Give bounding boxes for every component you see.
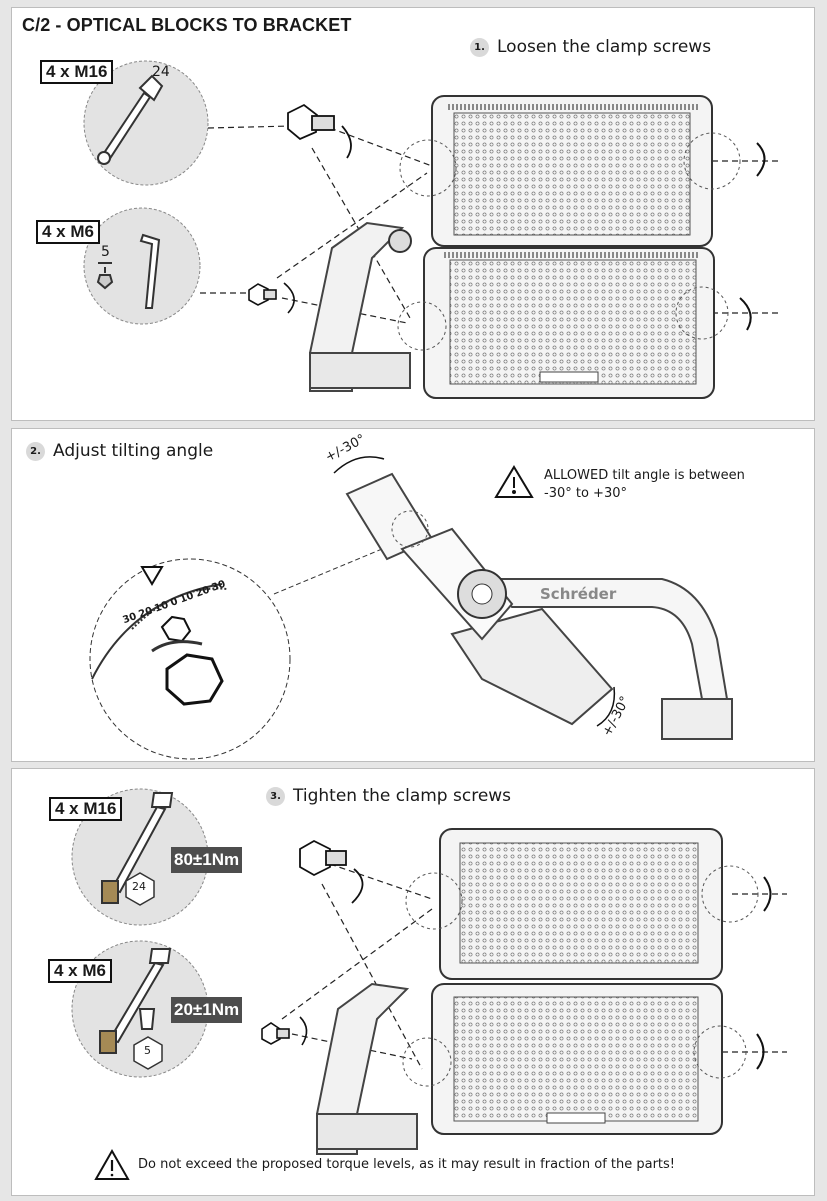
rotation-arrow-icons	[739, 142, 766, 331]
step1-panel: C/2 - OPTICAL BLOCKS TO BRACKET 1. Loose…	[11, 7, 815, 421]
bracket	[316, 982, 418, 1155]
step1-m6-label: 4 x M6	[36, 220, 100, 244]
scale-bolt-icon	[160, 615, 192, 643]
step2-panel: 2. Adjust tilting angle +/-30	[11, 428, 815, 762]
rotation-arrow-icons	[756, 876, 772, 1070]
footer-warning: Do not exceed the proposed torque levels…	[94, 1148, 676, 1181]
pivot-nut-icon	[165, 653, 224, 706]
step2-heading: 2. Adjust tilting angle	[26, 441, 213, 461]
optical-block-bottom	[431, 983, 723, 1135]
step2-label: Adjust tilting angle	[53, 441, 214, 461]
step2-illustration	[89, 456, 733, 760]
tilted-optical-block	[345, 472, 733, 740]
pivot-knob	[388, 229, 412, 253]
warning-line-1: ALLOWED tilt angle is between	[544, 468, 745, 483]
step1-m16-label: 4 x M16	[40, 60, 114, 84]
footer-warning-text: Do not exceed the proposed torque levels…	[138, 1157, 676, 1172]
step3-m16-label: 4 x M16	[49, 797, 123, 821]
scale-tick: 0	[169, 596, 180, 609]
step1-heading: 1. Loosen the clamp screws	[470, 37, 711, 57]
step3-m6-torque: 20±1Nm	[171, 997, 243, 1023]
step3-m6-label: 4 x M6	[48, 959, 112, 983]
step3-heading: 3. Tighten the clamp screws	[266, 786, 511, 806]
step2-number: 2.	[26, 441, 45, 461]
optical-block-top	[439, 828, 723, 980]
hexkey-tool-circle	[83, 207, 201, 325]
socket-24-icon	[125, 872, 155, 906]
angle-pointer-icon	[140, 566, 164, 586]
torque-wrench-icon	[101, 792, 174, 904]
step3-label: Tighten the clamp screws	[293, 786, 512, 806]
torque-hexkey-icon	[99, 948, 172, 1054]
step1-wrench-size: 24	[152, 64, 170, 80]
step3-panel: 3. Tighten the clamp screws	[11, 768, 815, 1196]
warning-text: ALLOWED tilt angle is between -30° to +3…	[544, 467, 745, 503]
step1-label: Loosen the clamp screws	[497, 37, 712, 57]
step1-illustration	[83, 60, 780, 399]
m6-bolt-icon	[261, 1016, 308, 1046]
warning-icon	[494, 465, 534, 498]
warning-line-2: -30° to +30°	[544, 486, 627, 501]
m16-bolt-icon	[287, 103, 352, 159]
brand-logo: Schréder	[540, 585, 617, 603]
optical-block-top	[431, 95, 713, 247]
optical-block-bottom	[423, 247, 715, 399]
warning-icon	[94, 1148, 130, 1180]
section-title: C/2 - OPTICAL BLOCKS TO BRACKET	[22, 15, 352, 35]
wrench-tool-circle	[83, 60, 209, 186]
step1-number: 1.	[470, 37, 489, 57]
step3-number: 3.	[266, 786, 285, 806]
step3-socket-5-size: 5	[144, 1044, 151, 1057]
m6-bolt-icon	[248, 282, 295, 314]
hex-key-icon	[96, 233, 161, 309]
socket-5-icon	[133, 1036, 163, 1070]
bracket	[309, 221, 411, 392]
wrench-icon	[97, 74, 164, 165]
step3-socket-24-size: 24	[132, 880, 146, 893]
step1-hexkey-size: 5	[101, 244, 110, 260]
m16-bolt-icon	[299, 839, 364, 904]
step3-illustration	[71, 788, 787, 1155]
step3-m16-torque: 80±1Nm	[171, 847, 243, 873]
